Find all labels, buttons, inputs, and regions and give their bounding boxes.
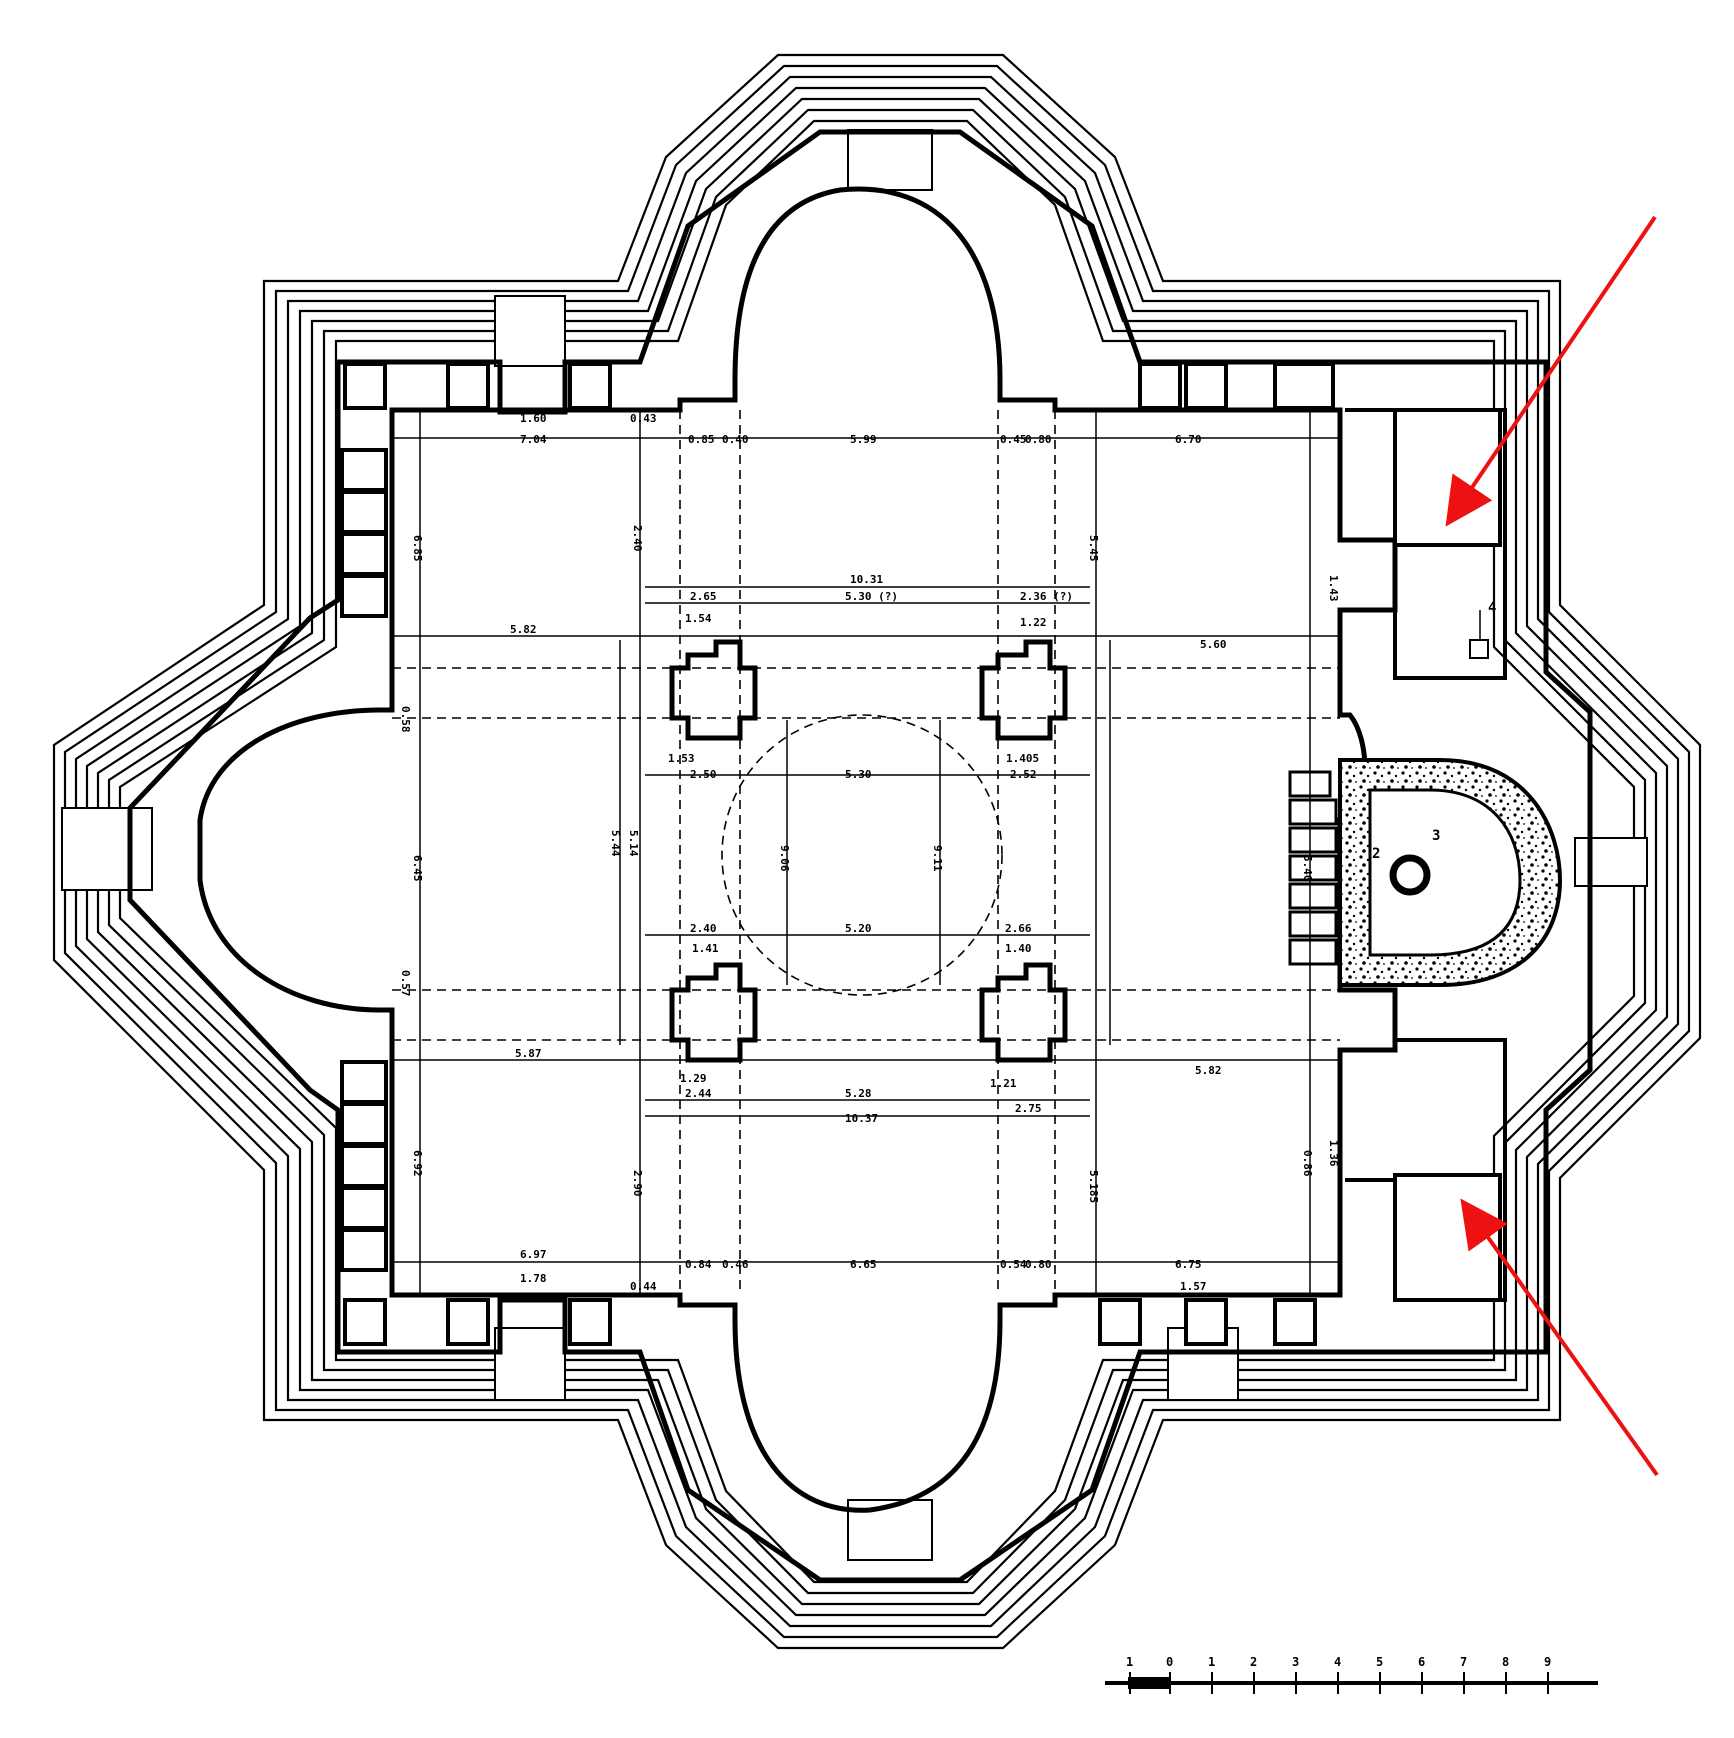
- dim-label: 0.58: [399, 706, 412, 733]
- scale-tick-label: 3: [1292, 1655, 1299, 1669]
- dim-label: 6.75: [1175, 1258, 1202, 1271]
- dim-label: 0.43: [630, 412, 657, 425]
- dim-label: 9.06: [778, 845, 791, 872]
- dim-label: 1.405: [1006, 752, 1039, 765]
- dim-label: 0.86: [1301, 1150, 1314, 1177]
- dim-label: 0.46: [722, 1258, 749, 1271]
- wall-recesses: [340, 362, 1335, 1346]
- dim-label: 0.57: [399, 970, 412, 997]
- dim-label: 10.31: [850, 573, 883, 586]
- dim-label: 2.40: [631, 525, 644, 552]
- dim-label: 0.54: [1000, 1258, 1027, 1271]
- piers: [669, 639, 1068, 1063]
- dim-label: 0.80: [1025, 433, 1052, 446]
- dim-label: 2.44: [685, 1087, 712, 1100]
- scale-bar: 1 0 1 2 3 4 5 6 7 8 9: [1105, 1655, 1598, 1694]
- dim-label: 10.37: [845, 1112, 878, 1125]
- dim-label: 5.60: [1200, 638, 1227, 651]
- dim-label: 0.45: [1000, 433, 1027, 446]
- dim-label: 2.65: [690, 590, 717, 603]
- dim-label: 2.52: [1010, 768, 1037, 781]
- dim-label: 1.60: [520, 412, 547, 425]
- dim-label: 5.45: [1087, 535, 1100, 562]
- dim-label: 5.87: [515, 1047, 542, 1060]
- dim-label: 6.92: [411, 1150, 424, 1177]
- dim-label: 2.90: [631, 1170, 644, 1197]
- arrow-upper: [1445, 215, 1657, 527]
- dim-label: 1.57: [1180, 1280, 1207, 1293]
- dim-label: 5.14: [627, 830, 640, 857]
- niche-marker: 4: [1469, 600, 1496, 659]
- niche-label: 4: [1488, 600, 1496, 616]
- scale-tick-label: 8: [1502, 1655, 1509, 1669]
- vertical-dimension-labels: 6.85 2.40 5.45 6.45 5.14 9.06 9.11 5.44 …: [399, 525, 1340, 1203]
- dim-label: 2.50: [690, 768, 717, 781]
- dim-label: 5.20: [845, 922, 872, 935]
- dim-label: 6.45: [411, 855, 424, 882]
- dim-label: 1.53: [668, 752, 695, 765]
- dimension-lines: [392, 410, 1340, 1295]
- apse-label-2: 2: [1372, 846, 1380, 862]
- dim-label: 2.66: [1005, 922, 1032, 935]
- dim-label: 6.97: [520, 1248, 547, 1261]
- inner-wall: [197, 186, 1398, 1513]
- scale-tick-label: 7: [1460, 1655, 1467, 1669]
- scale-tick-label: 1: [1126, 1655, 1133, 1669]
- dim-label: 0.44: [630, 1280, 657, 1293]
- dim-label: 1.78: [520, 1272, 547, 1285]
- outer-wall: [127, 129, 1593, 1583]
- east-apse: 3 2: [1288, 758, 1563, 987]
- dim-label: 5.82: [1195, 1064, 1222, 1077]
- scale-tick-label: 2: [1250, 1655, 1257, 1669]
- dim-label: 6.70: [1175, 433, 1202, 446]
- dim-label: 6.85: [411, 535, 424, 562]
- dim-label: 5.28: [845, 1087, 872, 1100]
- scale-tick-label: 5: [1376, 1655, 1383, 1669]
- dim-label: 6.65: [850, 1258, 877, 1271]
- dimension-labels: 1.60 0.43 7.04 0.85 0.40 5.99 0.45 0.80 …: [510, 412, 1227, 1293]
- dim-label: 1.22: [1020, 616, 1047, 629]
- dim-label: 1.36: [1327, 1140, 1340, 1167]
- dim-label: 0.80: [1025, 1258, 1052, 1271]
- dim-label: 5.44: [609, 830, 622, 857]
- apse-label-3: 3: [1432, 828, 1440, 844]
- annotation-arrows: [1445, 215, 1659, 1477]
- dim-label: 0.84: [685, 1258, 712, 1271]
- scale-tick-label: 6: [1418, 1655, 1425, 1669]
- construction-lines: [392, 410, 1340, 1295]
- dim-label: 0.85: [688, 433, 715, 446]
- dim-label: 1.54: [685, 612, 712, 625]
- scale-tick-label: 0: [1166, 1655, 1173, 1669]
- dim-label: 1.41: [692, 942, 719, 955]
- dim-label: 7.04: [520, 433, 547, 446]
- dim-label: 0.40: [722, 433, 749, 446]
- dim-label: 5.185: [1087, 1170, 1100, 1203]
- dim-label: 1.21: [990, 1077, 1017, 1090]
- dim-label: 1.29: [680, 1072, 707, 1085]
- dim-label: 2.36 (?): [1020, 590, 1073, 603]
- dim-label: 5.82: [510, 623, 537, 636]
- dim-label: 9.11: [931, 845, 944, 872]
- dim-label: 5.30 (?): [845, 590, 898, 603]
- dim-label: 2.75: [1015, 1102, 1042, 1115]
- dim-label: 5.40: [1301, 855, 1314, 882]
- dim-label: 1.43: [1327, 575, 1340, 602]
- scale-tick-label: 4: [1334, 1655, 1341, 1669]
- dim-label: 5.30: [845, 768, 872, 781]
- arrow-lower: [1460, 1198, 1659, 1477]
- dim-label: 2.40: [690, 922, 717, 935]
- scale-tick-label: 1: [1208, 1655, 1215, 1669]
- dim-label: 5.99: [850, 433, 877, 446]
- scale-tick-label: 9: [1544, 1655, 1551, 1669]
- dim-label: 1.40: [1005, 942, 1032, 955]
